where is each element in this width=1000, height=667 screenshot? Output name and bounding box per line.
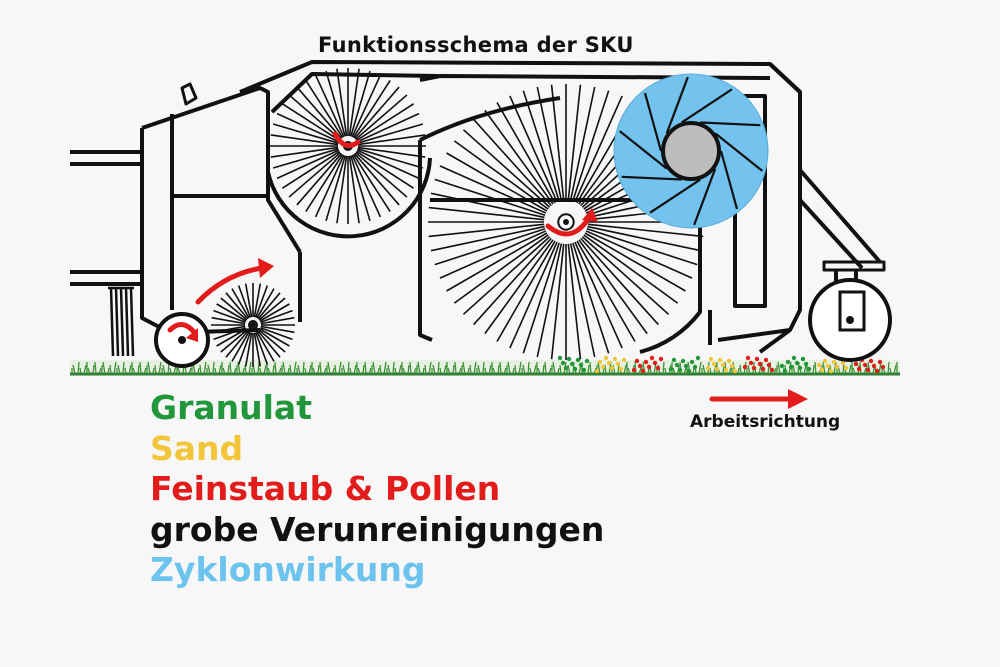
legend: Granulat Sand Feinstaub & Pollen grobe V… xyxy=(150,388,604,591)
machine-frame xyxy=(70,60,886,354)
legend-item-zyklonwirkung: Zyklonwirkung xyxy=(150,550,426,589)
front-brush-block xyxy=(108,286,135,357)
turf-ground xyxy=(70,355,900,376)
front-roller xyxy=(154,312,210,368)
direction-arrow xyxy=(709,389,808,409)
legend-item-grobe-verunreinigungen: grobe Verunreinigungen xyxy=(150,509,605,549)
main-brush-drum xyxy=(428,84,704,360)
direction-label: Arbeitsrichtung xyxy=(690,412,841,432)
legend-item-feinstaub: Feinstaub & Pollen xyxy=(150,469,501,508)
cyclone-fan xyxy=(613,73,769,229)
diagram-title: Funktionsschema der SKU xyxy=(318,33,634,57)
legend-item-sand: Sand xyxy=(150,428,244,468)
small-brush-drum xyxy=(211,283,295,367)
legend-item-granulat: Granulat xyxy=(150,388,312,427)
flow-arrows xyxy=(167,131,593,335)
flow-arrowheads xyxy=(186,208,598,342)
rear-wheel xyxy=(808,278,892,362)
